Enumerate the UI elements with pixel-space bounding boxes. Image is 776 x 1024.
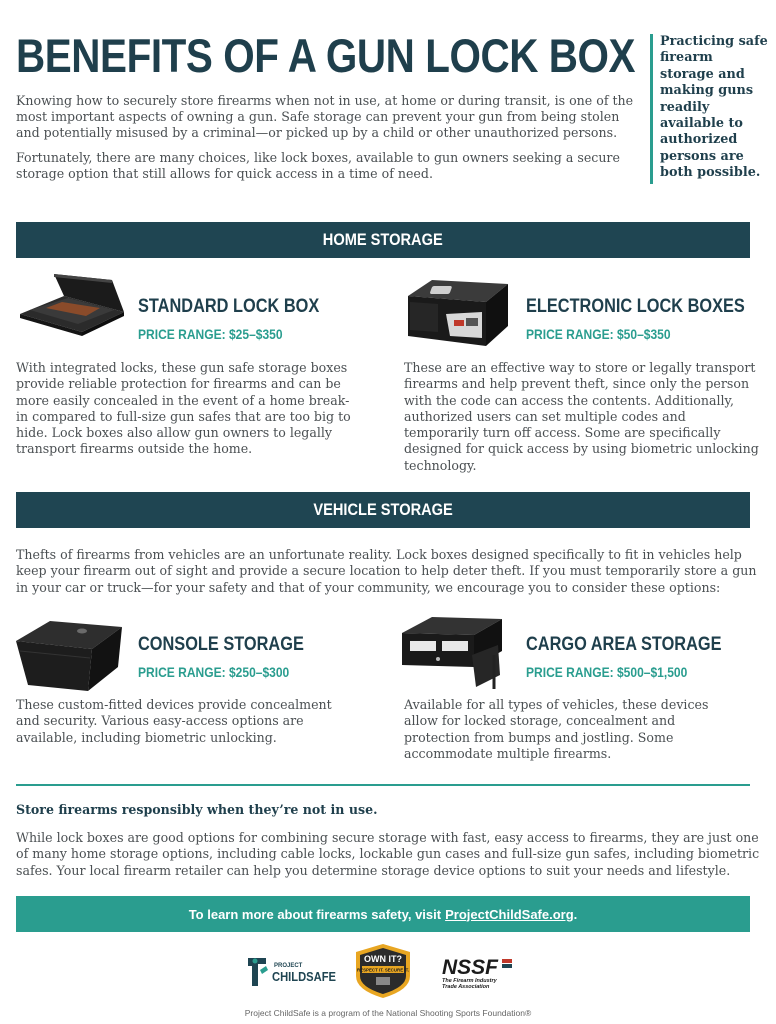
- vehicle-storage-heading: VEHICLE STORAGE: [313, 500, 453, 519]
- vehicle-storage-band: VEHICLE STORAGE: [16, 492, 750, 528]
- section-divider: [16, 784, 750, 786]
- cargo-area-storage-image: [402, 617, 502, 689]
- standard-lock-box-header: STANDARD LOCK BOX PRICE RANGE: $25–$350: [138, 296, 349, 342]
- cta-banner: To learn more about firearms safety, vis…: [16, 896, 750, 932]
- intro-section: Knowing how to securely store firearms w…: [16, 93, 636, 191]
- cta-text: To learn more about firearms safety, vis…: [188, 906, 442, 922]
- logo-row: PROJECT CHILDSAFE OWN IT? RESPECT IT. SE…: [0, 942, 776, 1002]
- console-storage-header: CONSOLE STORAGE PRICE RANGE: $250–$300: [138, 634, 331, 680]
- electronic-lock-boxes-header: ELECTRONIC LOCK BOXES PRICE RANGE: $50–$…: [526, 296, 776, 342]
- nssf-tagline-1: The Firearm Industry: [442, 978, 498, 984]
- cargo-area-storage-description: Available for all types of vehicles, the…: [404, 697, 709, 761]
- electronic-lock-boxes-title: ELECTRONIC LOCK BOXES: [526, 296, 745, 317]
- closing-paragraph: While lock boxes are good options for co…: [16, 830, 760, 878]
- electronic-lock-boxes-description: These are an effective way to store or l…: [404, 360, 759, 473]
- cta-link[interactable]: ProjectChildSafe.org: [445, 906, 574, 922]
- electronic-lock-boxes-price: PRICE RANGE: $50–$350: [526, 326, 671, 342]
- electronic-lock-box-image: [408, 280, 508, 346]
- cargo-area-storage-price: PRICE RANGE: $500–$1,500: [526, 664, 688, 680]
- nssf-tagline-2: Trade Association: [442, 984, 490, 990]
- cargo-area-storage-title: CARGO AREA STORAGE: [526, 634, 722, 655]
- console-storage-title: CONSOLE STORAGE: [138, 634, 304, 655]
- console-storage-price: PRICE RANGE: $250–$300: [138, 664, 290, 680]
- console-storage-description: These custom-fitted devices provide conc…: [16, 697, 332, 745]
- standard-lock-box-image: [20, 274, 124, 336]
- nssf-logo: NSSF The Firearm Industry Trade Associat…: [442, 956, 512, 990]
- pcs-logo-big: CHILDSAFE: [272, 969, 336, 984]
- standard-lock-box-price: PRICE RANGE: $25–$350: [138, 326, 283, 342]
- page-title: BENEFITS OF A GUN LOCK BOX: [16, 29, 636, 82]
- closing-heading: Store firearms responsibly when they’re …: [16, 802, 378, 817]
- footer-note: Project ChildSafe is a program of the Na…: [244, 1008, 532, 1018]
- vehicle-storage-intro: Thefts of firearms from vehicles are an …: [16, 547, 757, 595]
- own-it-title: OWN IT?: [364, 954, 402, 964]
- pcs-logo-small: PROJECT: [274, 963, 303, 969]
- project-childsafe-logo: PROJECT CHILDSAFE: [248, 958, 336, 986]
- intro-paragraph-1: Knowing how to securely store firearms w…: [16, 93, 634, 140]
- own-it-badge: OWN IT? RESPECT IT. SECURE IT.: [356, 944, 410, 998]
- callout-quote: Practicing safe firearm storage and maki…: [650, 34, 768, 184]
- cta-suffix: .: [573, 906, 578, 922]
- home-storage-band: HOME STORAGE: [16, 222, 750, 258]
- nssf-logo-name: NSSF: [442, 956, 499, 979]
- home-storage-heading: HOME STORAGE: [323, 230, 443, 249]
- intro-paragraph-2: Fortunately, there are many choices, lik…: [16, 150, 620, 181]
- console-storage-image: [16, 621, 122, 691]
- standard-lock-box-description: With integrated locks, these gun safe st…: [16, 360, 351, 457]
- standard-lock-box-title: STANDARD LOCK BOX: [138, 296, 320, 317]
- own-it-subtitle: RESPECT IT. SECURE IT.: [357, 968, 409, 973]
- cargo-area-storage-header: CARGO AREA STORAGE PRICE RANGE: $500–$1,…: [526, 634, 753, 680]
